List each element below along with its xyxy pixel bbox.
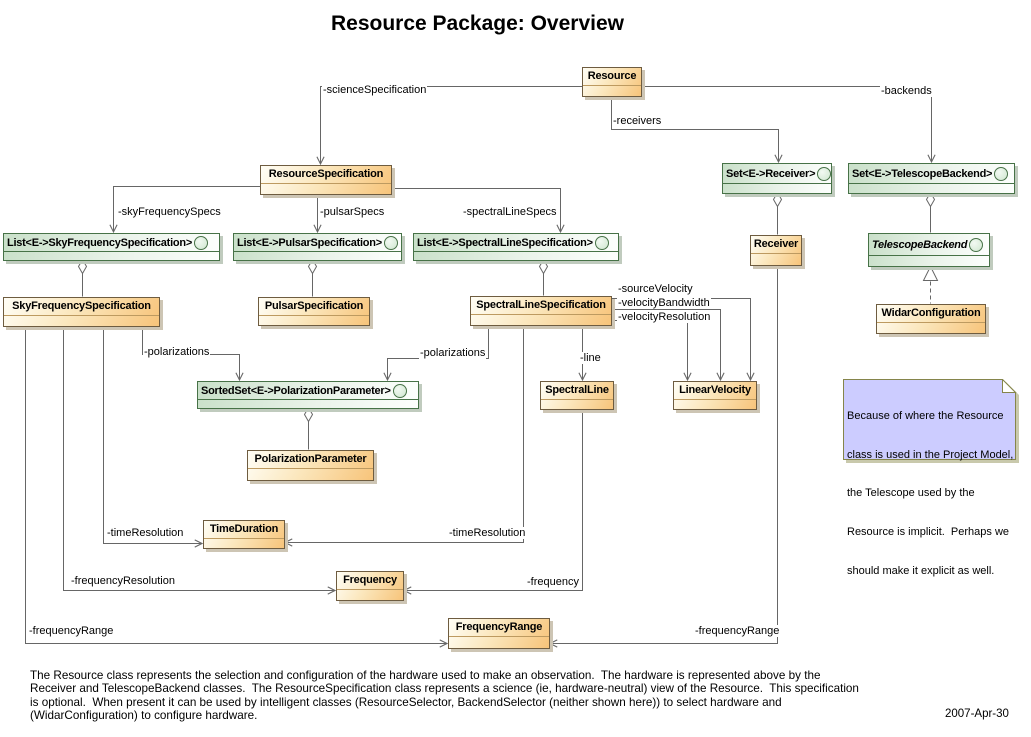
edge-label-pulsar-specs: -pulsarSpecs: [319, 206, 386, 218]
collection-set-receiver[interactable]: Set<E->Receiver>: [722, 163, 832, 194]
class-name: Frequency: [337, 572, 403, 590]
attributes-compartment: [204, 539, 284, 548]
edge-label-frequency-range-left: -frequencyRange: [28, 625, 115, 637]
collection-name: SortedSet<E->PolarizationParameter>: [201, 384, 391, 397]
edge-label-velocity-resolution: -velocityResolution: [617, 311, 712, 323]
class-pulsar-specification[interactable]: PulsarSpecification: [258, 297, 370, 326]
interface-ball-icon: [994, 166, 1009, 181]
class-name: LinearVelocity: [674, 382, 756, 400]
attributes-compartment: [198, 400, 418, 408]
class-name: SkyFrequencySpecification: [4, 298, 159, 316]
edge-label-time-resolution-left: -timeResolution: [106, 527, 185, 539]
class-widar-configuration[interactable]: WidarConfiguration: [876, 304, 986, 334]
class-spectral-line[interactable]: SpectralLine: [540, 381, 614, 410]
note[interactable]: Because of where the Resource class is u…: [843, 379, 1021, 577]
edge-label-time-resolution-right: -timeResolution: [448, 527, 527, 539]
attributes-compartment: [337, 590, 403, 600]
edge-label-polarizations-right: -polarizations: [419, 347, 487, 359]
edge-label-backends: -backends: [880, 85, 933, 97]
edge-label-polarizations-left: -polarizations: [143, 346, 211, 358]
class-name: SpectralLineSpecification: [471, 297, 611, 315]
note-text: Because of where the Resource class is u…: [847, 409, 1014, 577]
note-shape: [843, 379, 1019, 463]
attributes-compartment: [414, 252, 618, 260]
attributes-compartment: [261, 184, 391, 194]
edge-label-sky-frequency-specs: -skyFrequencySpecs: [117, 206, 222, 218]
class-frequency[interactable]: Frequency: [336, 571, 404, 601]
collection-name: List<E->PulsarSpecification>: [237, 236, 382, 249]
collection-sorted-set-polarization-parameter[interactable]: SortedSet<E->PolarizationParameter>: [197, 381, 419, 409]
edge-label-receivers: -receivers: [612, 115, 663, 127]
attributes-compartment: [541, 400, 613, 409]
edge-label-spectral-line-specs: -spectralLineSpecs: [462, 206, 558, 218]
class-sky-frequency-specification[interactable]: SkyFrequencySpecification: [3, 297, 160, 327]
collection-name: List<E->SpectralLineSpecification>: [417, 236, 593, 249]
edge-label-source-velocity: -sourceVelocity: [617, 283, 694, 295]
collection-list-pulsar-specification[interactable]: List<E->PulsarSpecification>: [233, 233, 402, 261]
class-polarization-parameter[interactable]: PolarizationParameter: [247, 450, 374, 481]
attributes-compartment: [248, 469, 373, 480]
diagram-title: Resource Package: Overview: [331, 12, 624, 35]
attributes-compartment: [751, 254, 801, 265]
attributes-compartment: [234, 252, 401, 260]
interface-ball-icon: [969, 237, 984, 252]
class-resource-specification[interactable]: ResourceSpecification: [260, 165, 392, 195]
class-frequency-range[interactable]: FrequencyRange: [448, 618, 550, 649]
class-name: TimeDuration: [204, 521, 284, 539]
attributes-compartment: [849, 184, 1014, 193]
class-name: SpectralLine: [541, 382, 613, 400]
edge-label-science-specification: -scienceSpecification: [322, 84, 428, 96]
interface-ball-icon: [194, 235, 208, 250]
attributes-compartment: [4, 316, 159, 326]
attributes-compartment: [259, 316, 369, 325]
interface-ball-icon: [594, 235, 609, 250]
collection-name: List<E->SkyFrequencySpecification>: [7, 236, 192, 249]
class-linear-velocity[interactable]: LinearVelocity: [673, 381, 757, 410]
attributes-compartment: [583, 86, 641, 96]
date-stamp: 2007-Apr-30: [945, 708, 1009, 720]
attributes-compartment: [674, 400, 756, 409]
class-name: Resource: [583, 68, 641, 86]
interface-ball-icon: [383, 235, 398, 250]
attributes-compartment: [471, 315, 611, 325]
collection-name: Set<E->Receiver>: [726, 167, 816, 180]
edge-label-velocity-bandwidth: -velocityBandwidth: [617, 297, 711, 309]
class-name: WidarConfiguration: [877, 305, 985, 323]
interface-telescope-backend[interactable]: TelescopeBackend: [868, 233, 990, 267]
class-name: FrequencyRange: [449, 619, 549, 637]
edge-label-frequency-range-right: -frequencyRange: [694, 625, 781, 637]
edge-label-frequency-resolution: -frequencyResolution: [70, 575, 176, 587]
description-paragraph: The Resource class represents the select…: [30, 669, 859, 723]
edge-label-line: -line: [579, 352, 602, 364]
collection-list-sky-frequency-specification[interactable]: List<E->SkyFrequencySpecification>: [3, 233, 220, 261]
class-resource[interactable]: Resource: [582, 67, 642, 97]
collection-name: Set<E->TelescopeBackend>: [852, 167, 993, 180]
attributes-compartment: [869, 256, 989, 266]
class-time-duration[interactable]: TimeDuration: [203, 520, 285, 549]
class-name: PolarizationParameter: [248, 451, 373, 469]
attributes-compartment: [449, 637, 549, 648]
attributes-compartment: [723, 184, 831, 193]
class-name: ResourceSpecification: [261, 166, 391, 184]
collection-set-telescope-backend[interactable]: Set<E->TelescopeBackend>: [848, 163, 1015, 194]
class-receiver[interactable]: Receiver: [750, 235, 802, 266]
collection-list-spectral-line-specification[interactable]: List<E->SpectralLineSpecification>: [413, 233, 619, 261]
class-spectral-line-specification[interactable]: SpectralLineSpecification: [470, 296, 612, 326]
edge-label-frequency: -frequency: [526, 576, 580, 588]
interface-ball-icon: [392, 383, 407, 398]
class-name: Receiver: [751, 236, 801, 254]
interface-name: TelescopeBackend: [872, 238, 968, 251]
attributes-compartment: [4, 252, 219, 260]
attributes-compartment: [877, 323, 985, 333]
class-name: PulsarSpecification: [259, 298, 369, 316]
interface-ball-icon: [817, 166, 832, 181]
